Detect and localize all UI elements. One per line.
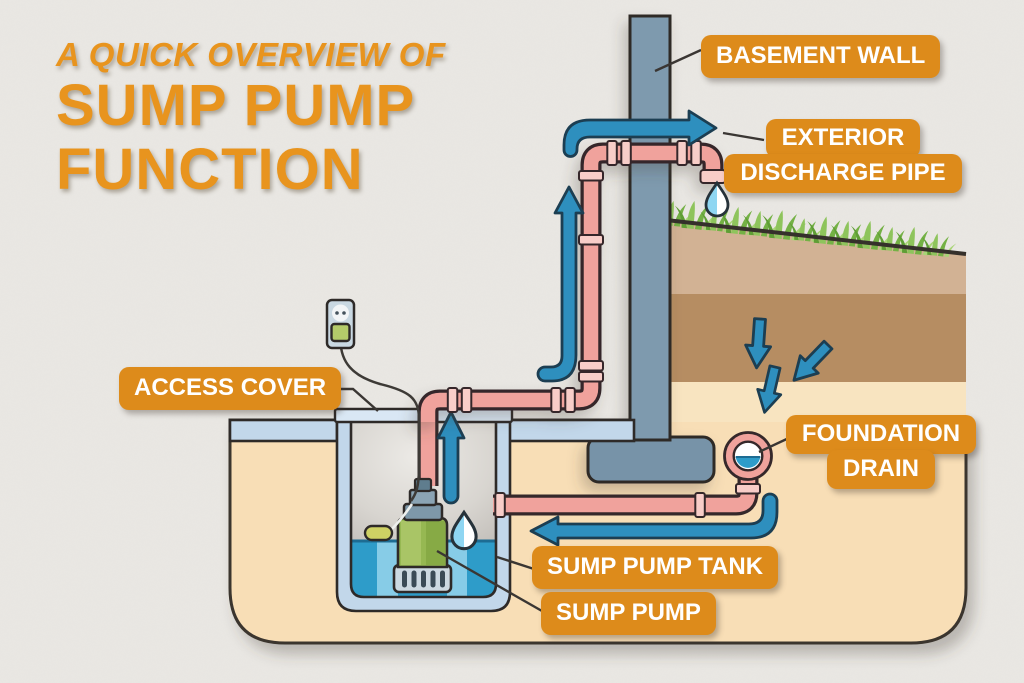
- label-foundation-line1: FOUNDATION: [785, 415, 977, 454]
- title-block: A QUICK OVERVIEW OF SUMP PUMP FUNCTION: [56, 36, 446, 202]
- pipe-end-cap: [699, 169, 727, 184]
- label-exterior-discharge-pipe: EXTERIOR DISCHARGE PIPE: [724, 119, 962, 193]
- pump-intake-slots: [402, 570, 445, 588]
- label-basement-wall: BASEMENT WALL: [701, 35, 941, 78]
- pointer-sump-pump: [436, 549, 543, 613]
- float-switch: [363, 524, 394, 542]
- basement-wall: [628, 14, 672, 442]
- soil-layers: [668, 221, 966, 422]
- plug: [330, 322, 351, 343]
- power-outlet: [325, 298, 356, 350]
- float-cable: [390, 503, 414, 531]
- exterior-discharge-pipe: [417, 140, 727, 423]
- pointer-exterior-discharge: [722, 131, 765, 142]
- floor-slab-left: [228, 418, 339, 443]
- flow-arrow-exit-right: [562, 109, 718, 158]
- foundation-drain-pipe: [493, 478, 761, 518]
- label-foundation-line2: DRAIN: [827, 449, 935, 489]
- pointer-sump-pump-tank: [496, 555, 535, 571]
- ground-surface-line: [665, 218, 967, 256]
- wall-footing: [586, 435, 716, 484]
- pointer-foundation-drain: [758, 435, 792, 454]
- floor-slab-right: [507, 418, 636, 443]
- flow-arrow-basement-up: [536, 185, 585, 383]
- grass: [654, 198, 967, 258]
- flow-arrow-drain-to-tank: [529, 492, 779, 547]
- label-sump-pump: SUMP PUMP: [541, 592, 716, 635]
- label-sump-pump-tank: SUMP PUMP TANK: [532, 546, 779, 589]
- label-foundation-drain: FOUNDATION DRAIN: [785, 415, 977, 489]
- label-access-cover: ACCESS COVER: [119, 367, 342, 410]
- title-line2: FUNCTION: [56, 136, 364, 202]
- title-line1: SUMP PUMP: [56, 73, 416, 138]
- pointer-basement-wall: [654, 48, 702, 73]
- foundation-drain: [723, 431, 773, 481]
- power-cable: [339, 340, 421, 502]
- title-kicker: A QUICK OVERVIEW OF: [56, 36, 446, 73]
- basement-wall-structure: [586, 14, 716, 484]
- label-exterior-line1: EXTERIOR: [765, 119, 921, 158]
- flow-arrows: [529, 109, 839, 547]
- socket-face: [332, 304, 349, 322]
- label-exterior-line2: DISCHARGE PIPE: [724, 153, 962, 193]
- flow-arrow-pit-up: [436, 410, 466, 505]
- pointer-lines: [334, 48, 792, 613]
- pipe-fittings: [446, 140, 727, 413]
